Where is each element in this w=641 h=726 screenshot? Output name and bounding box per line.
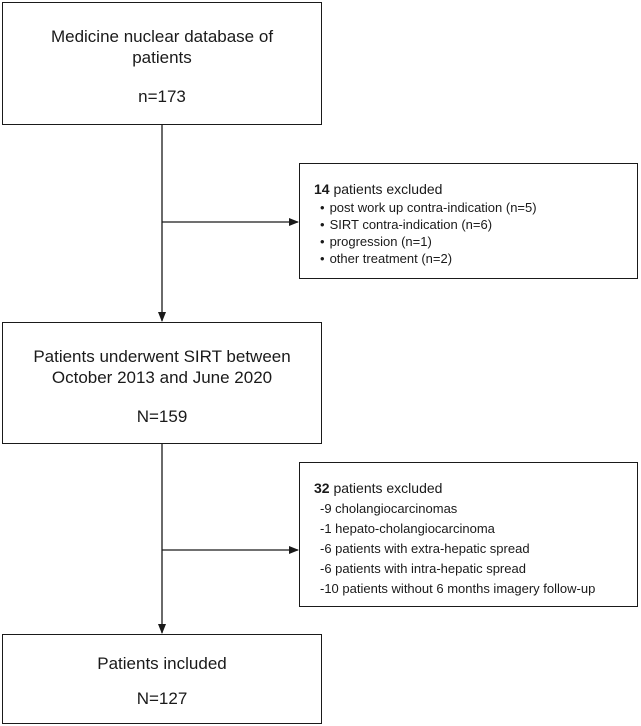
list-item: other treatment (n=2) [320, 250, 625, 267]
list-item: -6 patients with intra-hepatic spread [320, 561, 526, 576]
excluded-box-1: 14 patients excluded post work up contra… [299, 163, 638, 279]
excluded-box-2-number: 32 [314, 480, 330, 496]
list-item: -1 hepato-cholangiocarcinoma [320, 521, 495, 536]
included-box-title: Patients included [97, 654, 227, 673]
excluded-box-1-list: post work up contra-indication (n=5) SIR… [314, 199, 625, 267]
excluded-box-1-heading: 14 patients excluded [314, 180, 625, 198]
database-box-count: n=173 [138, 87, 186, 106]
list-item: progression (n=1) [320, 233, 625, 250]
excluded-box-2-label: patients excluded [329, 480, 443, 496]
excluded-box-1-label: patients excluded [329, 181, 443, 197]
excluded-box-1-number: 14 [314, 181, 330, 197]
list-item: -9 cholangiocarcinomas [320, 501, 458, 516]
list-item: post work up contra-indication (n=5) [320, 199, 625, 216]
database-box: Medicine nuclear database of patients n=… [2, 2, 322, 125]
sirt-box-title: Patients underwent SIRT between October … [33, 347, 291, 387]
sirt-box-count: N=159 [136, 407, 188, 426]
included-box-count: N=127 [136, 689, 188, 708]
list-item: -10 patients without 6 months imagery fo… [320, 581, 596, 596]
excluded-box-2: 32 patients excluded -9 cholangiocarcino… [299, 462, 638, 607]
database-box-title: Medicine nuclear database of patients [50, 27, 274, 67]
included-box: Patients included N=127 [2, 634, 322, 724]
sirt-box: Patients underwent SIRT between October … [2, 322, 322, 444]
list-item: SIRT contra-indication (n=6) [320, 216, 625, 233]
excluded-box-2-list: -9 cholangiocarcinomas -1 hepato-cholang… [314, 500, 625, 597]
list-item: -6 patients with extra-hepatic spread [320, 541, 530, 556]
excluded-box-2-heading: 32 patients excluded [314, 479, 625, 497]
